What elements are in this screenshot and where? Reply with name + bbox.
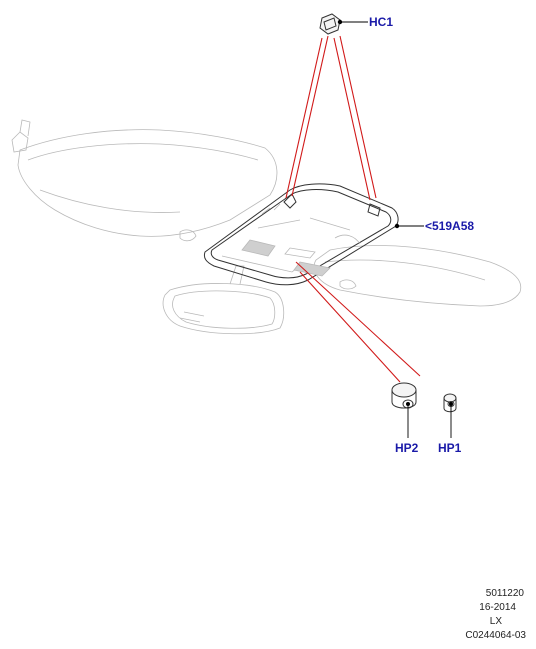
overhead-console [203, 183, 399, 286]
reference-line-1: 5011220 [486, 588, 525, 599]
reference-line-2: 16-2014 [479, 602, 516, 613]
reference-line-3: LX [490, 616, 503, 627]
red-leader-lines [285, 35, 421, 383]
bump-stop-hp1 [443, 393, 457, 413]
left-sun-visor [11, 119, 278, 242]
callout-hc1: HC1 [369, 15, 393, 29]
callout-hp2: HP2 [395, 441, 419, 455]
bump-stop-hp2 [391, 382, 417, 409]
rear-view-mirror [162, 265, 285, 335]
callout-leaders [337, 19, 453, 438]
clip-hc1 [319, 13, 341, 35]
right-sun-visor [313, 245, 522, 307]
reference-line-4: C0244064-03 [465, 630, 526, 641]
callout-519a58: <519A58 [425, 219, 474, 233]
callout-hp1: HP1 [438, 441, 462, 455]
reference-block: 5011220 16-2014 LX C0244064-03 [465, 588, 526, 641]
